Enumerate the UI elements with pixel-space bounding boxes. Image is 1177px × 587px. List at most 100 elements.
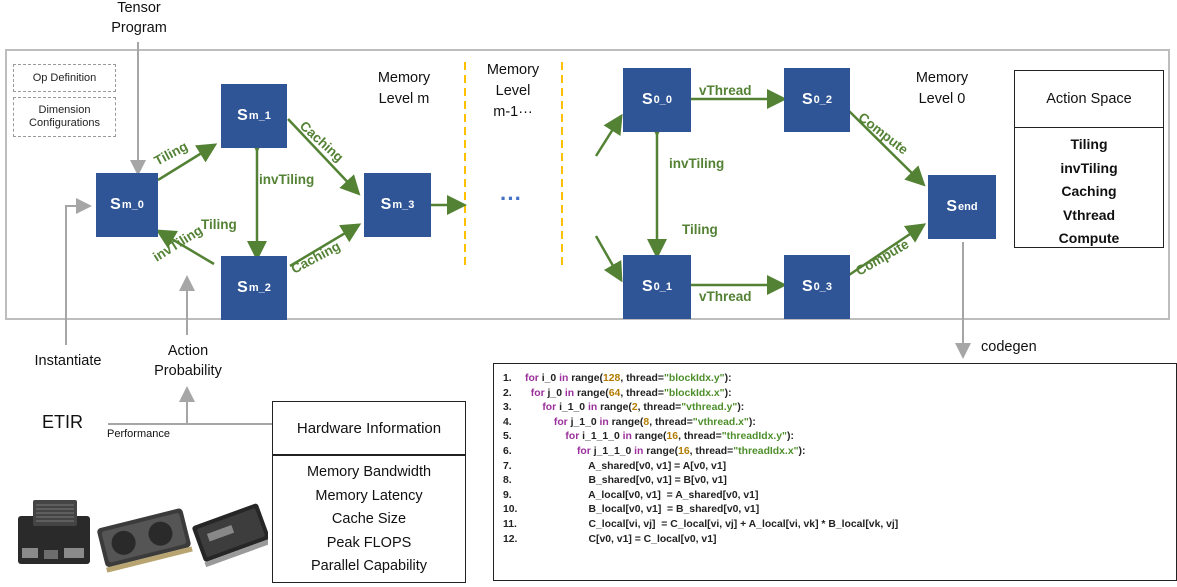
code-token: "vthread.y" (681, 402, 738, 414)
code-token (525, 417, 554, 428)
state-end-sub: end (958, 201, 978, 213)
code-token: range( (646, 445, 679, 457)
instantiate-arrow (65, 198, 92, 345)
code-token: ): (737, 402, 745, 414)
code-token: for (525, 373, 542, 384)
code-token: "threadIdx.y" (721, 431, 787, 443)
etir-label: ETIR (42, 412, 84, 432)
code-token: i_1_1_0 (582, 431, 623, 443)
state-m3-base: S (380, 196, 392, 213)
action-probability-label: Action Probability (154, 343, 222, 379)
code-token: range( (600, 402, 632, 414)
state-m0-base: S (110, 196, 121, 213)
hardware-item: Memory Latency (315, 487, 423, 504)
action-space-title: Action Space (1015, 71, 1163, 128)
performance-label: Performance (107, 428, 170, 440)
hardware-item: Memory Bandwidth (306, 464, 432, 480)
code-token: in (634, 445, 647, 457)
code-line: 1.for i_0 in range(128, thread="blockIdx… (503, 372, 1176, 387)
state-02-sub: 0_2 (813, 94, 833, 106)
code-token: "blockIdx.y" (663, 373, 725, 384)
state-01-base: S (641, 278, 653, 295)
code-line-number: 1. (503, 373, 512, 384)
code-line: 2. for j_0 in range(64, thread="blockIdx… (503, 387, 1176, 402)
code-token: , thread= (637, 402, 682, 414)
memory-level-0-label: Memory Level 0 (915, 70, 969, 107)
state-m2-sub: m_2 (248, 282, 271, 294)
code-token: range( (634, 431, 667, 443)
code-token: in (622, 431, 635, 443)
code-token: ): (786, 431, 794, 443)
code-token: in (599, 416, 612, 428)
generated-code-panel: 1. for i_0 in range( 128 , thread= "blockIdx… (493, 363, 1177, 581)
gpu-card-icon (192, 503, 268, 568)
tensor-program-label: Tensor Program (111, 0, 167, 36)
code-line-number: 11. (503, 518, 517, 530)
ellipsis: ··· (500, 186, 522, 211)
code-token: ): (724, 387, 732, 399)
code-token: A_local[v0, v1] = A_shared[v0, v1] (525, 489, 759, 501)
code-token: ): (724, 373, 732, 384)
hardware-devices-illustration (18, 500, 268, 573)
state-m3-sub: m_3 (392, 199, 415, 211)
code-line: 5. for i_1_1_0 in range(16, thread="thre… (503, 430, 1176, 445)
code-token: i_0 (541, 373, 560, 384)
memory-level-m-label: Memory Level m (377, 70, 431, 107)
code-token: "threadIdx.x" (733, 445, 799, 457)
code-line-number: 8. (503, 475, 512, 487)
dev-board-icon (18, 500, 90, 564)
code-token (525, 446, 577, 457)
code-token: "blockIdx.x" (663, 387, 725, 399)
code-lines: 1. for i_0 in range( 128 , thread= "blockIdx… (494, 364, 1176, 547)
code-token: in (587, 402, 601, 414)
action-item: invTiling (1060, 159, 1118, 176)
code-line: 9. A_local[v0, v1] = A_shared[v0, v1] (503, 489, 1176, 504)
hardware-info-title: Hardware Information (272, 401, 466, 455)
code-token: C[v0, v1] = C_local[v0, v1] (525, 533, 717, 545)
code-line-number: 9. (503, 489, 512, 501)
code-line: 6. for j_1_1_0 in range(16, thread="thre… (503, 445, 1176, 460)
state-end-base: S (946, 198, 958, 215)
action-item: Tiling (1070, 136, 1108, 152)
code-token: 8 (643, 416, 650, 428)
hardware-item: Peak FLOPS (326, 534, 412, 551)
edge-tiling-right: Tiling (682, 222, 718, 237)
code-token: i_1_0 (559, 402, 588, 414)
code-token: in (564, 387, 577, 399)
edge-vthread-top: vThread (699, 83, 752, 98)
code-line: 7. A_shared[v0, v1] = A[v0, v1] (503, 460, 1176, 475)
code-token: for (530, 387, 548, 399)
code-line: 8. B_shared[v0, v1] = B[v0, v1] (503, 474, 1176, 489)
code-line: 11. C_local[vi, vj] = C_local[vi, vj] + … (503, 518, 1176, 533)
edge-invtiling-mid: invTiling (259, 172, 315, 187)
code-line-number: 7. (503, 460, 512, 472)
codegen-label: codegen (981, 339, 1037, 355)
code-token: j_1_0 (570, 416, 600, 428)
code-line-number: 10. (503, 504, 518, 516)
gpu-card-icon (97, 508, 193, 573)
action-item: Caching (1061, 183, 1117, 199)
code-token: for (576, 445, 594, 457)
code-token: range( (577, 387, 609, 399)
state-00-base: S (641, 91, 653, 108)
code-token: 128 (602, 373, 621, 384)
code-line-number: 5. (503, 431, 512, 443)
code-line-number: 3. (503, 402, 512, 414)
code-line: 4. for j_1_0 in range(8, thread="vthread… (503, 416, 1176, 431)
code-token: , thread= (678, 431, 722, 443)
code-token: B_shared[v0, v1] = B[v0, v1] (525, 475, 727, 487)
code-token: j_1_1_0 (593, 445, 635, 457)
state-m2-base: S (237, 279, 248, 296)
code-token: for (542, 402, 560, 414)
code-token: "vthread.x" (692, 416, 749, 428)
